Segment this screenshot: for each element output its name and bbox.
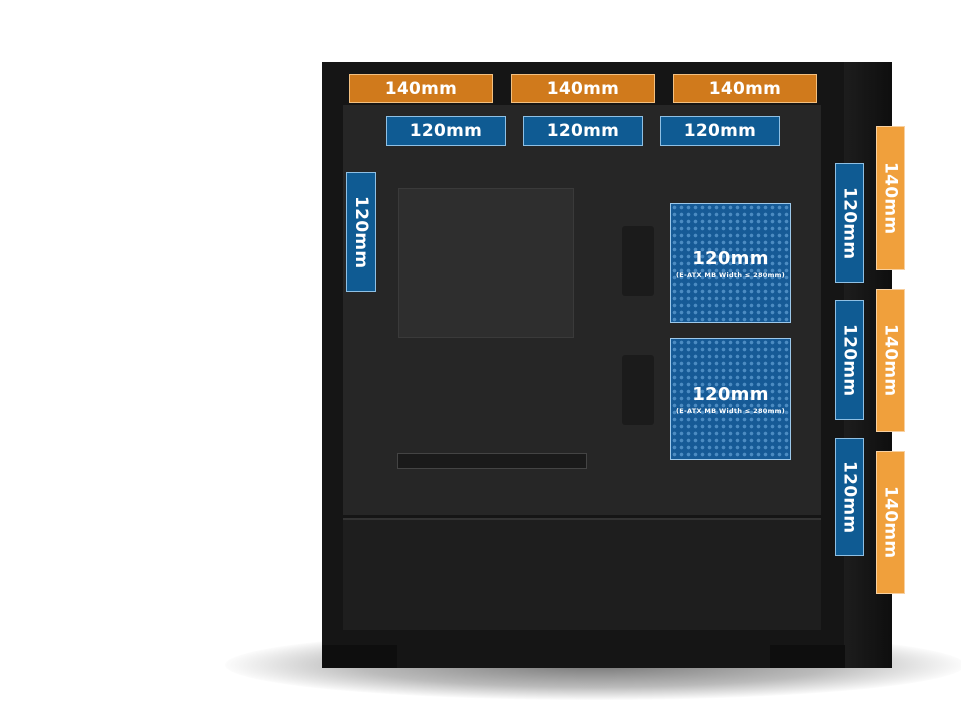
front-fan-120-label: 120mm bbox=[835, 163, 864, 283]
top-fan-120-label: 120mm bbox=[523, 116, 643, 146]
top-fan-120-label: 120mm bbox=[660, 116, 780, 146]
case-foot-right bbox=[770, 645, 845, 668]
top-fan-140-label: 140mm bbox=[511, 74, 655, 103]
front-fan-140-label: 140mm bbox=[876, 451, 905, 594]
rear-fan-120-label: 120mm bbox=[346, 172, 376, 292]
front-fan-140-label: 140mm bbox=[876, 289, 905, 432]
cable-slot bbox=[397, 453, 587, 469]
motherboard-cutout bbox=[398, 188, 574, 338]
top-fan-120-label: 120mm bbox=[386, 116, 506, 146]
front-fan-140-label: 140mm bbox=[876, 126, 905, 270]
radiator-note: (E-ATX MB Width ≤ 280mm) bbox=[675, 406, 786, 415]
front-radiator-label: 120mm (E-ATX MB Width ≤ 280mm) bbox=[670, 203, 791, 323]
cable-cutout bbox=[622, 226, 654, 296]
radiator-size: 120mm bbox=[692, 247, 769, 269]
radiator-note: (E-ATX MB Width ≤ 280mm) bbox=[675, 270, 786, 279]
top-fan-140-label: 140mm bbox=[673, 74, 817, 103]
cable-cutout bbox=[622, 355, 654, 425]
front-fan-120-label: 120mm bbox=[835, 300, 864, 420]
psu-shroud bbox=[343, 518, 821, 630]
front-fan-120-label: 120mm bbox=[835, 438, 864, 556]
top-fan-140-label: 140mm bbox=[349, 74, 493, 103]
case-foot-left bbox=[322, 645, 397, 668]
front-radiator-label: 120mm (E-ATX MB Width ≤ 280mm) bbox=[670, 338, 791, 460]
radiator-size: 120mm bbox=[692, 383, 769, 405]
